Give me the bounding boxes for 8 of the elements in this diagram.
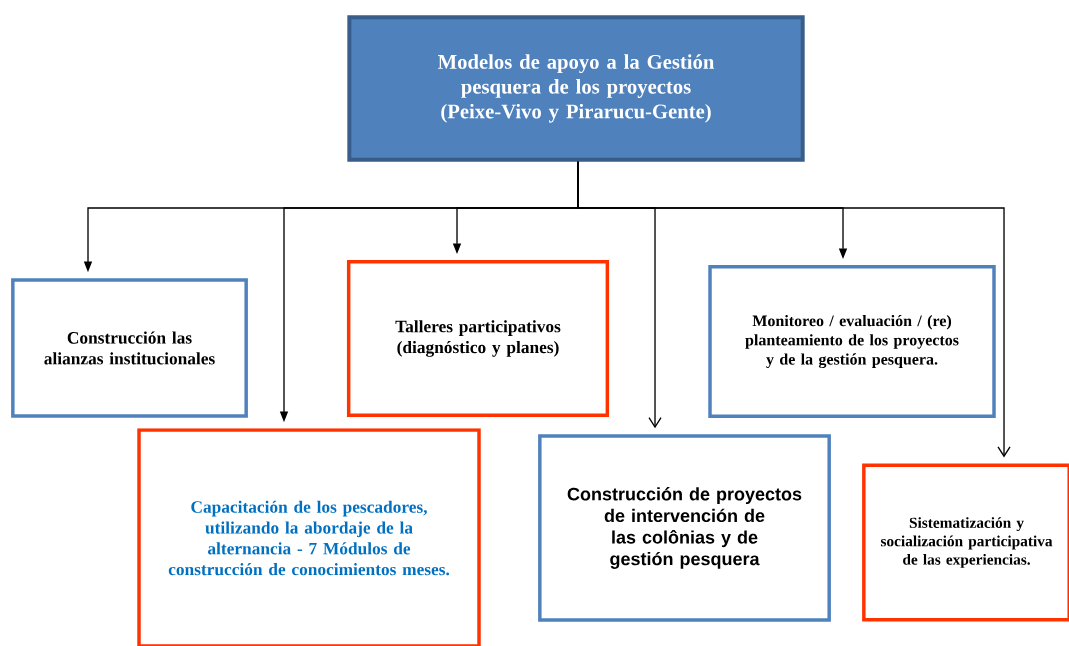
- process-box: Construcción de proyectos de intervención de las colônias y de gestión pesquera: [538, 434, 831, 622]
- process-box: Talleres participativos (diagnóstico y planes): [346, 260, 610, 417]
- process-box: Sistematización y socialización participativa de las experiencias.: [862, 463, 1069, 622]
- arrow: [577, 161, 1011, 458]
- process-box: Capacitación de los pescadores, utilizando la abordaje de la alternancia - 7 Módulos de construcción de conocimientos meses.: [137, 428, 481, 646]
- process-box: Monitoreo / evaluación / (re) planteamiento de los proyectos y de la gestión pesquera.: [708, 265, 996, 418]
- process-box: Construcción las alianzas institucionales: [11, 278, 248, 418]
- title-box: Modelos de apoyo a la Gestión pesquera de los proyectos (Peixe-Vivo y Pirarucu-Gente): [347, 15, 805, 162]
